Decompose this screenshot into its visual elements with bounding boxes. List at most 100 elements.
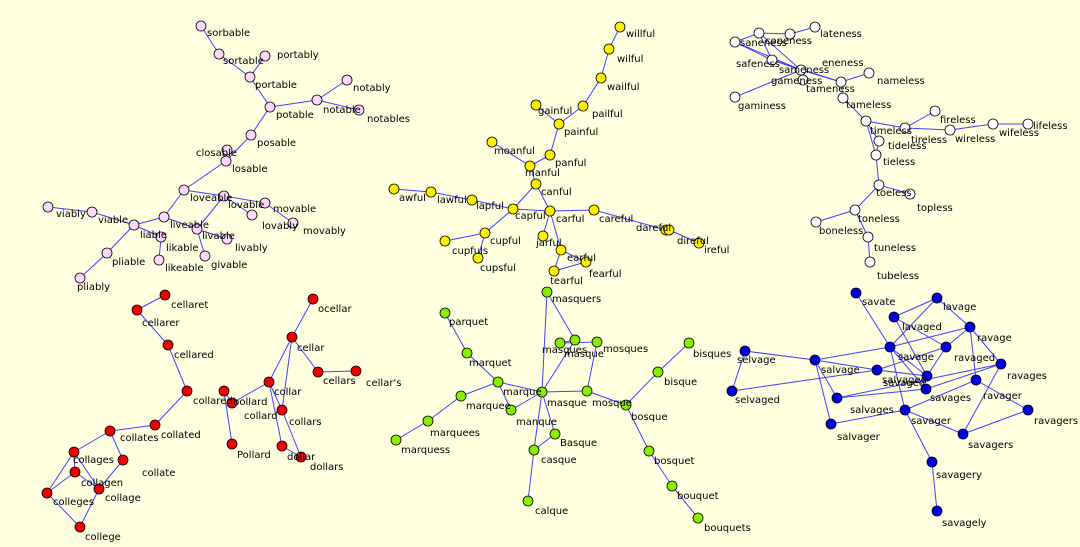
node-colleges[interactable] [41,487,53,499]
node-panful[interactable] [544,149,556,161]
node-loveable[interactable] [178,184,190,196]
node-ravages[interactable] [995,358,1007,370]
node-jarful[interactable] [537,230,549,242]
node-bisque[interactable] [652,366,664,378]
node-savagers[interactable] [957,428,969,440]
node-viable[interactable] [86,206,98,218]
node-calque[interactable] [522,495,534,507]
node-earful[interactable] [555,244,567,256]
node-wireless[interactable] [944,124,956,136]
node-awful[interactable] [388,183,400,195]
node-ravager[interactable] [970,374,982,386]
node-liveable[interactable] [158,211,170,223]
node-bouquets[interactable] [692,512,704,524]
node-lapful[interactable] [466,194,478,206]
node-livably[interactable] [221,233,233,245]
node-wailful[interactable] [595,72,607,84]
node-fireless[interactable] [929,105,941,117]
node-lavaged[interactable] [888,311,900,323]
node-savager[interactable] [899,404,911,416]
node-cellaret[interactable] [159,289,171,301]
node-lawful[interactable] [425,186,437,198]
node-tameness[interactable] [835,76,847,88]
node-capful[interactable] [507,203,519,215]
node-salvages[interactable] [831,392,843,404]
node-casque[interactable] [528,444,540,456]
node-mosques[interactable] [591,336,603,348]
node-bosque[interactable] [620,399,632,411]
node-tuneless[interactable] [862,231,874,243]
node-lovably[interactable] [246,209,258,221]
node-ravage[interactable] [964,321,976,333]
node-wilful[interactable] [603,43,615,55]
node-sameness[interactable] [766,54,778,66]
node-closable[interactable] [221,144,233,156]
node-boneless[interactable] [810,216,822,228]
node-notables[interactable] [353,104,365,116]
node-careful[interactable] [588,204,600,216]
node-basque[interactable] [549,428,561,440]
node-marquet[interactable] [461,347,473,359]
node-collar[interactable] [263,376,275,388]
node-sorbable[interactable] [195,20,207,32]
node-saneness[interactable] [753,27,765,39]
node-carful[interactable] [544,205,556,217]
node-painful[interactable] [553,118,565,130]
node-notably[interactable] [341,74,353,86]
node-givable[interactable] [199,250,211,262]
node-collate[interactable] [117,454,129,466]
node-fearful[interactable] [580,256,592,268]
node-potable[interactable] [264,101,276,113]
node-portable[interactable] [244,71,256,83]
node-lifeless[interactable] [1022,118,1034,130]
node-collars[interactable] [276,404,288,416]
node-savagery[interactable] [926,456,938,468]
node-tireless[interactable] [899,122,911,134]
node-cellars[interactable] [312,366,324,378]
node-savagely[interactable] [931,505,943,517]
node-bisques[interactable] [683,337,695,349]
node-selvaged[interactable] [726,385,738,397]
node-tearful[interactable] [548,265,560,277]
node-bollard[interactable] [218,385,230,397]
node-cellared[interactable] [162,339,174,351]
node-parquet[interactable] [439,307,451,319]
node-lateness[interactable] [809,21,821,33]
node-tubeless[interactable] [864,256,876,268]
node-cupsful[interactable] [472,252,484,264]
node-savage[interactable] [884,341,896,353]
node-tieless[interactable] [870,149,882,161]
node-dollars[interactable] [295,451,307,463]
node-salvager[interactable] [825,418,837,430]
node-savate[interactable] [850,287,862,299]
node-masques[interactable] [569,334,581,346]
node-collared[interactable] [181,385,193,397]
node-topless[interactable] [904,188,916,200]
node-toneless[interactable] [849,204,861,216]
node-likeable[interactable] [153,254,165,266]
node-liable[interactable] [128,219,140,231]
node-portably[interactable] [259,50,271,62]
node-ireful[interactable] [693,237,705,249]
node-losable[interactable] [220,155,232,167]
node-cellars_[interactable] [350,365,362,377]
node-manque[interactable] [505,404,517,416]
node-marquess[interactable] [390,434,402,446]
node-movably[interactable] [287,217,299,229]
node-willful[interactable] [614,21,626,33]
node-collage[interactable] [93,483,105,495]
node-moanful[interactable] [486,136,498,148]
node-likable[interactable] [155,231,167,243]
node-cupful[interactable] [479,227,491,239]
node-lavage[interactable] [931,292,943,304]
node-nameless[interactable] [863,67,875,79]
node-gainful[interactable] [530,99,542,111]
node-gaminess[interactable] [729,91,741,103]
node-marque[interactable] [492,376,504,388]
node-pollard[interactable] [226,438,238,450]
node-cellar[interactable] [286,331,298,343]
node-collated[interactable] [149,419,161,431]
node-college[interactable] [74,521,86,533]
node-masquers[interactable] [541,286,553,298]
node-pailful[interactable] [577,100,589,112]
